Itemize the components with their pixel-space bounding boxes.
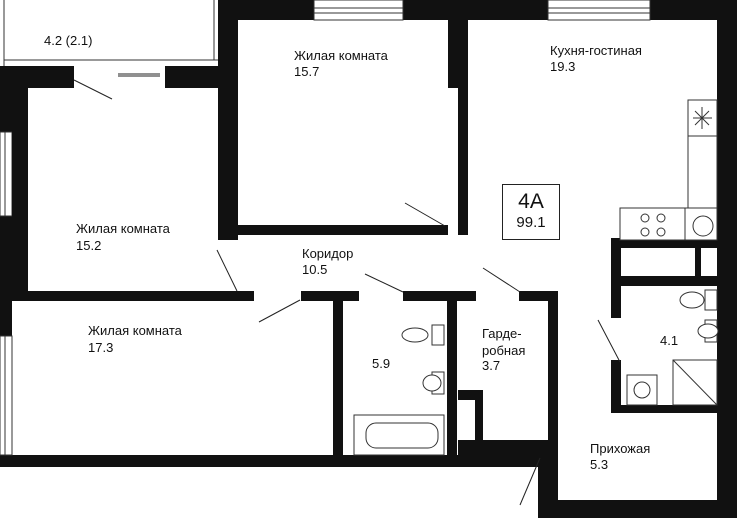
balcony-outline xyxy=(3,0,218,66)
wardrobe-name: Гарде- робная xyxy=(482,326,526,358)
corridor-area: 10.5 xyxy=(302,262,328,277)
kitchen-fixtures xyxy=(619,99,718,241)
wardrobe-area: 3.7 xyxy=(482,358,501,373)
living-room-1-area: 15.7 xyxy=(294,64,320,79)
total-area: 99.1 xyxy=(516,214,546,231)
wc-fixtures xyxy=(626,289,719,406)
hall-area: 5.3 xyxy=(590,457,609,472)
interior-walls xyxy=(12,0,717,461)
kitchen-area: 19.3 xyxy=(550,59,576,74)
corridor-name: Коридор xyxy=(302,246,354,261)
living-room-2-name: Жилая комната xyxy=(76,221,170,236)
living-room-3-area: 17.3 xyxy=(88,340,114,355)
living-room-3-name: Жилая комната xyxy=(88,323,182,338)
wc-area: 4.1 xyxy=(660,333,679,348)
apartment-badge: 4А 99.1 xyxy=(502,184,560,240)
hall-name: Прихожая xyxy=(590,441,651,456)
living-room-1-name: Жилая комната xyxy=(294,48,388,63)
living-room-2-area: 15.2 xyxy=(76,238,102,253)
bathroom-area: 5.9 xyxy=(372,356,391,371)
windows xyxy=(0,0,651,456)
kitchen-name: Кухня-гостиная xyxy=(550,43,642,58)
bathroom-fixtures xyxy=(353,324,445,456)
door-swings xyxy=(73,73,621,506)
apartment-code: 4А xyxy=(518,190,544,213)
balcony-area-label: 4.2 (2.1) xyxy=(44,33,93,48)
